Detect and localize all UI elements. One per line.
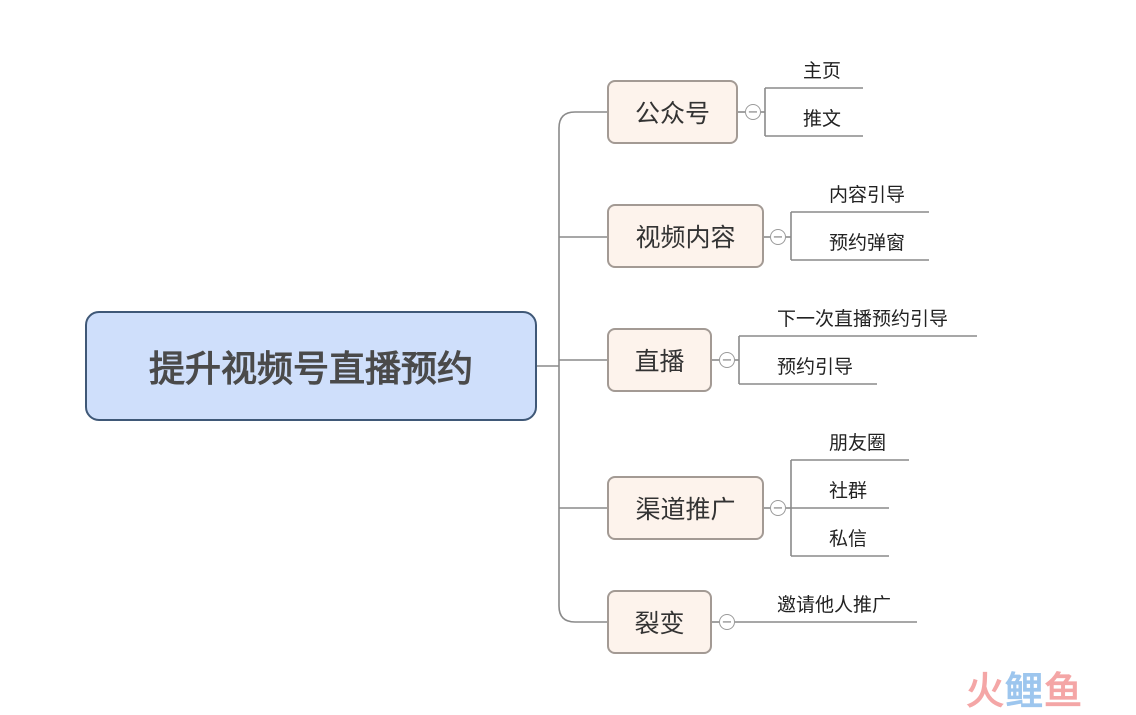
leaf-node[interactable]: 推文: [803, 108, 842, 130]
collapse-toggle-icon[interactable]: −: [719, 614, 735, 630]
branch-node-fission[interactable]: 裂变: [607, 590, 712, 654]
branch-node-live[interactable]: 直播: [607, 328, 712, 392]
watermark-char: 鱼: [1044, 669, 1084, 713]
leaf-node[interactable]: 主页: [803, 60, 842, 82]
leaf-node[interactable]: 预约弹窗: [829, 232, 906, 254]
leaf-node[interactable]: 下一次直播预约引导: [777, 308, 949, 330]
collapse-toggle-icon[interactable]: −: [719, 352, 735, 368]
watermark-char: 鲤: [1005, 669, 1045, 713]
leaf-node[interactable]: 朋友圈: [829, 432, 887, 454]
branch-node-gongzhonghao[interactable]: 公众号: [607, 80, 738, 144]
root-node[interactable]: 提升视频号直播预约: [85, 311, 537, 421]
leaf-node[interactable]: 邀请他人推广: [777, 594, 892, 616]
leaf-node[interactable]: 预约引导: [777, 356, 854, 378]
leaf-node[interactable]: 社群: [829, 480, 868, 502]
branch-node-video-content[interactable]: 视频内容: [607, 204, 764, 268]
leaf-node[interactable]: 内容引导: [829, 184, 906, 206]
watermark-char: 火: [966, 669, 1006, 713]
collapse-toggle-icon[interactable]: −: [745, 104, 761, 120]
collapse-toggle-icon[interactable]: −: [770, 500, 786, 516]
leaf-node[interactable]: 私信: [829, 528, 868, 550]
branch-node-channel-promotion[interactable]: 渠道推广: [607, 476, 764, 540]
collapse-toggle-icon[interactable]: −: [770, 229, 786, 245]
watermark-logo: 火鲤鱼: [966, 660, 1083, 715]
